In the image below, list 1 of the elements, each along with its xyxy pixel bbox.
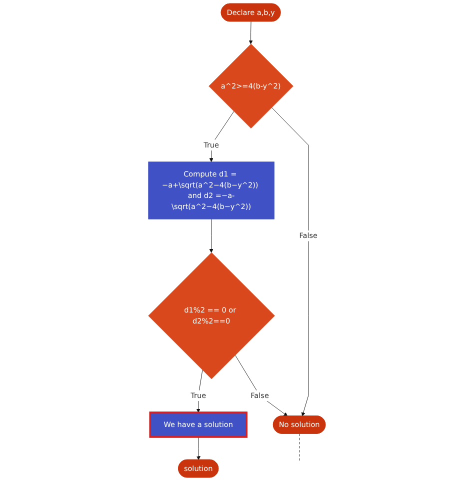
connector [299,434,300,462]
